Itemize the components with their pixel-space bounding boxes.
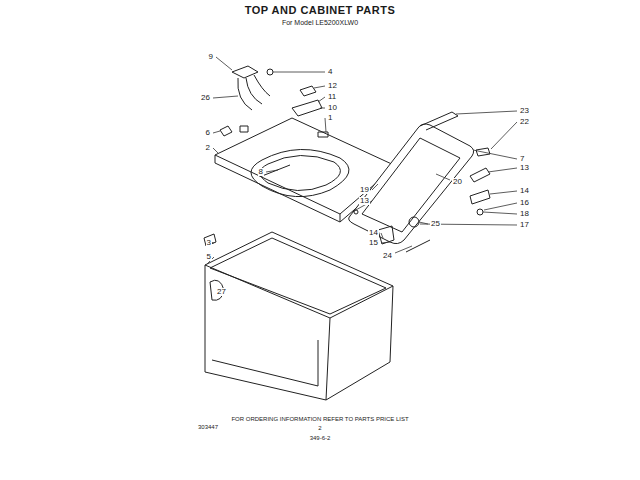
cabinet-front [205, 265, 330, 400]
callout-number: 26 [200, 94, 211, 102]
hinge [470, 168, 490, 182]
clip [240, 126, 248, 132]
callout-number: 22 [519, 118, 530, 126]
hinge-part [470, 190, 490, 204]
top-panel [215, 118, 396, 214]
footer-note: FOR ORDERING INFORMATION REFER TO PARTS … [230, 416, 409, 422]
callout-number: 19 [359, 186, 370, 194]
callout-number: 1 [327, 114, 333, 122]
callout-number: 13 [519, 164, 530, 172]
clip [204, 234, 216, 246]
callout-number: 2 [205, 144, 211, 152]
tub-opening [251, 149, 349, 196]
callout-number: 24 [382, 252, 393, 260]
wire-harness [238, 75, 270, 110]
switch-bracket [300, 86, 316, 96]
callout-number: 8 [258, 168, 264, 176]
screw [477, 209, 483, 215]
callout-number: 11 [327, 93, 337, 101]
callout-number: 4 [327, 68, 333, 76]
cabinet-top [205, 232, 393, 318]
hinge [378, 226, 394, 244]
cabinet-opening [210, 238, 386, 314]
callout-number: 7 [519, 155, 525, 163]
callout-number: 14 [368, 229, 379, 237]
callout-number: 14 [519, 187, 530, 195]
callout-number: 18 [519, 210, 530, 218]
callout-number: 3 [206, 239, 212, 247]
callout-number: 10 [327, 104, 338, 112]
callout-number: 23 [519, 107, 530, 115]
lid-switch [292, 100, 322, 116]
cabinet-side [326, 286, 393, 400]
top-panel-edge [340, 214, 341, 222]
bumper [220, 126, 232, 136]
hinge-pin [406, 240, 430, 252]
diagram-title: TOP AND CABINET PARTS [244, 5, 397, 16]
callout-number: 12 [327, 82, 338, 90]
form-number: 349-6-2 [309, 435, 332, 441]
callout-number: 9 [208, 53, 214, 61]
callout-number: 13 [359, 197, 370, 205]
lid [349, 124, 474, 244]
toe-panel [212, 340, 318, 386]
drawing-number: 303447 [197, 424, 219, 430]
callout-number: 27 [216, 288, 227, 296]
callout-number: 15 [368, 239, 379, 247]
callout-number: 16 [519, 199, 530, 207]
leader-lines [207, 57, 517, 264]
top-part [262, 165, 290, 176]
screw [267, 69, 273, 75]
lid-inner [362, 138, 460, 232]
lid-handle [420, 112, 458, 130]
spring [409, 217, 419, 227]
callout-number: 6 [205, 129, 211, 137]
tub-opening-inner [260, 155, 340, 190]
model-note: For Model LE5200XLW0 [281, 19, 359, 26]
page-number: 2 [317, 425, 322, 431]
grommet [318, 132, 328, 137]
callout-number: 5 [206, 253, 212, 261]
callout-number: 25 [430, 220, 441, 228]
callout-number: 17 [519, 221, 530, 229]
callout-number: 20 [452, 178, 463, 186]
